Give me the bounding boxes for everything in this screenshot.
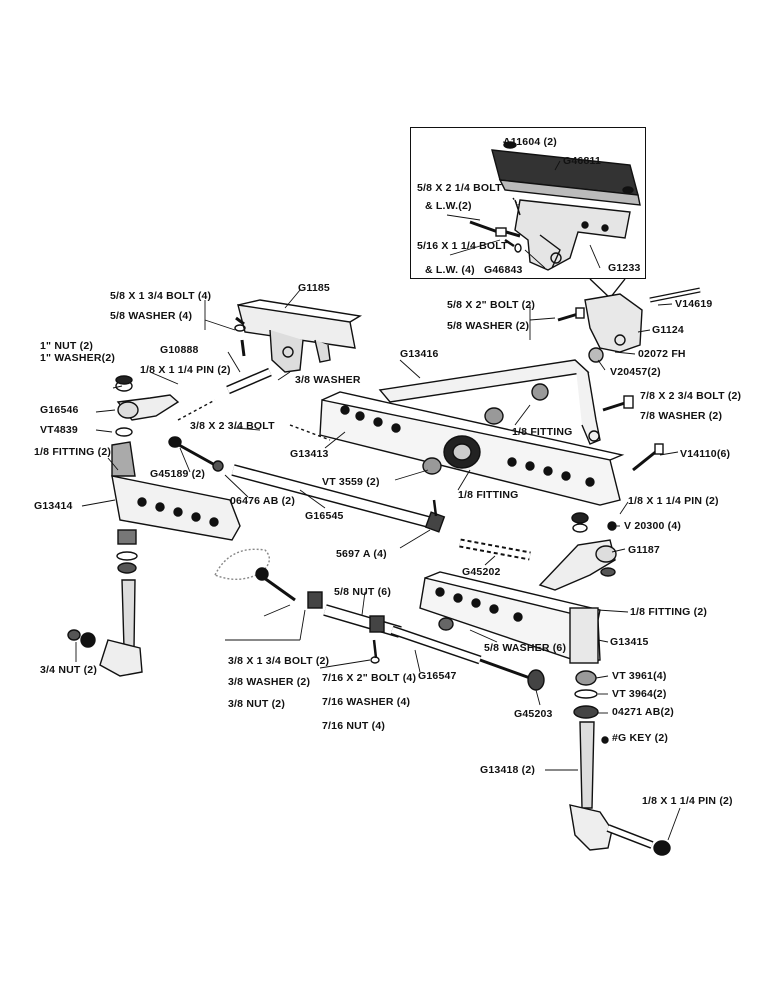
label-g1124: G1124 xyxy=(652,324,684,336)
label-nut-3-8-2: 3/8 NUT (2) xyxy=(228,698,286,710)
label-a11604: A11604 (2) xyxy=(503,136,557,148)
bracket-g1124 xyxy=(584,287,701,353)
label-fitting-1-8-2-b: 1/8 FITTING (2) xyxy=(630,606,708,618)
label-bolt-7-16-x-2: 7/16 X 2" BOLT (4) xyxy=(322,672,417,684)
axle-left-g13414 xyxy=(111,441,241,541)
label-g10888: G10888 xyxy=(160,344,199,356)
label-inset-lw-4: & L.W. (4) xyxy=(425,264,475,276)
label-g1233: G1233 xyxy=(608,262,641,274)
label-washer-5-8-4: 5/8 WASHER (4) xyxy=(110,310,193,322)
tube-g16545 xyxy=(231,464,442,531)
label-g46811: G46811 xyxy=(563,155,601,167)
label-inset-lw-2: & L.W.(2) xyxy=(425,200,472,212)
label-pin-1-8-x-1-1-4-b: 1/8 X 1 1/4 PIN (2) xyxy=(628,495,719,507)
label-inset-bolt-5-16: 5/16 X 1 1/4 BOLT xyxy=(417,240,508,252)
label-nut-5-8-6: 5/8 NUT (6) xyxy=(334,586,392,598)
label-g1185: G1185 xyxy=(298,282,330,294)
label-g16547: G16547 xyxy=(418,670,457,682)
label-g13415: G13415 xyxy=(610,636,649,648)
radius-rod-g13416 xyxy=(378,359,601,445)
spindle-left xyxy=(80,579,143,677)
label-washer-7-16: 7/16 WASHER (4) xyxy=(322,696,411,708)
label-pin-1-8-x-1-1-4-c: 1/8 X 1 1/4 PIN (2) xyxy=(642,795,733,807)
label-vt4839: VT4839 xyxy=(40,424,78,436)
label-v20300: V 20300 (4) xyxy=(624,520,682,532)
label-bolt-5-8-x-2: 5/8 X 2" BOLT (2) xyxy=(447,299,536,311)
label-washer-5-8-2: 5/8 WASHER (2) xyxy=(447,320,530,332)
label-g13418: G13418 (2) xyxy=(480,764,536,776)
label-fitting-1-8-a: 1/8 FITTING xyxy=(512,426,573,438)
label-nut-7-16: 7/16 NUT (4) xyxy=(322,720,386,732)
inset-detail-box xyxy=(410,127,646,279)
label-02072fh: 02072 FH xyxy=(638,348,686,360)
pad-g46811 xyxy=(491,141,641,206)
steering-arm-g16546 xyxy=(116,394,180,421)
label-1-washer-2: 1" WASHER(2) xyxy=(40,352,116,364)
label-1-nut-2: 1" NUT (2) xyxy=(40,340,94,352)
spindle-right xyxy=(569,721,671,856)
label-bolt-3-8-x-2-3-4: 3/8 X 2 3/4 BOLT xyxy=(190,420,275,432)
label-washer-5-8-6: 5/8 WASHER (6) xyxy=(484,642,567,654)
label-g1187: G1187 xyxy=(628,544,660,556)
label-fitting-1-8-b: 1/8 FITTING xyxy=(458,489,519,501)
label-g45202: G45202 xyxy=(462,566,501,578)
label-washer-7-8: 7/8 WASHER (2) xyxy=(640,410,723,422)
label-inset-bolt-5-8: 5/8 X 2 1/4 BOLT xyxy=(417,182,502,194)
label-fitting-1-8-2: 1/8 FITTING (2) xyxy=(34,446,112,458)
label-g13416: G13416 xyxy=(400,348,439,360)
label-bolt-3-8-x-1-3-4: 3/8 X 1 3/4 BOLT (2) xyxy=(228,655,330,667)
label-g13413: G13413 xyxy=(290,448,329,460)
bracket-g1185 xyxy=(237,299,363,373)
label-vt3559: VT 3559 (2) xyxy=(322,476,380,488)
label-06476ab: 06476 AB (2) xyxy=(230,495,296,507)
label-5697a: 5697 A (4) xyxy=(336,548,387,560)
label-g45203: G45203 xyxy=(514,708,553,720)
label-g46843: G46843 xyxy=(484,264,523,276)
label-g16545: G16545 xyxy=(305,510,344,522)
label-washer-3-8-2: 3/8 WASHER (2) xyxy=(228,676,311,688)
label-g-key: #G KEY (2) xyxy=(612,732,669,744)
label-nut-3-4-2: 3/4 NUT (2) xyxy=(40,664,98,676)
label-04271ab: 04271 AB(2) xyxy=(612,706,674,718)
label-washer-3-8: 3/8 WASHER xyxy=(295,374,361,386)
label-g45189: G45189 (2) xyxy=(150,468,206,480)
label-vt3964: VT 3964(2) xyxy=(612,688,667,700)
label-v14619: V14619 xyxy=(675,298,713,310)
label-v20457: V20457(2) xyxy=(610,366,661,378)
label-bolt-5-8-x-1-3-4: 5/8 X 1 3/4 BOLT (4) xyxy=(110,290,212,302)
label-bolt-7-8-x-2-3-4: 7/8 X 2 3/4 BOLT (2) xyxy=(640,390,742,402)
steering-arm-g1187 xyxy=(538,539,617,591)
label-g16546: G16546 xyxy=(40,404,79,416)
label-vt3961: VT 3961(4) xyxy=(612,670,667,682)
label-g13414: G13414 xyxy=(34,500,73,512)
label-pin-1-8-x-1-1-4-a: 1/8 X 1 1/4 PIN (2) xyxy=(140,364,231,376)
label-v14110: V14110(6) xyxy=(680,448,731,460)
bracket-g1233 xyxy=(514,199,631,271)
